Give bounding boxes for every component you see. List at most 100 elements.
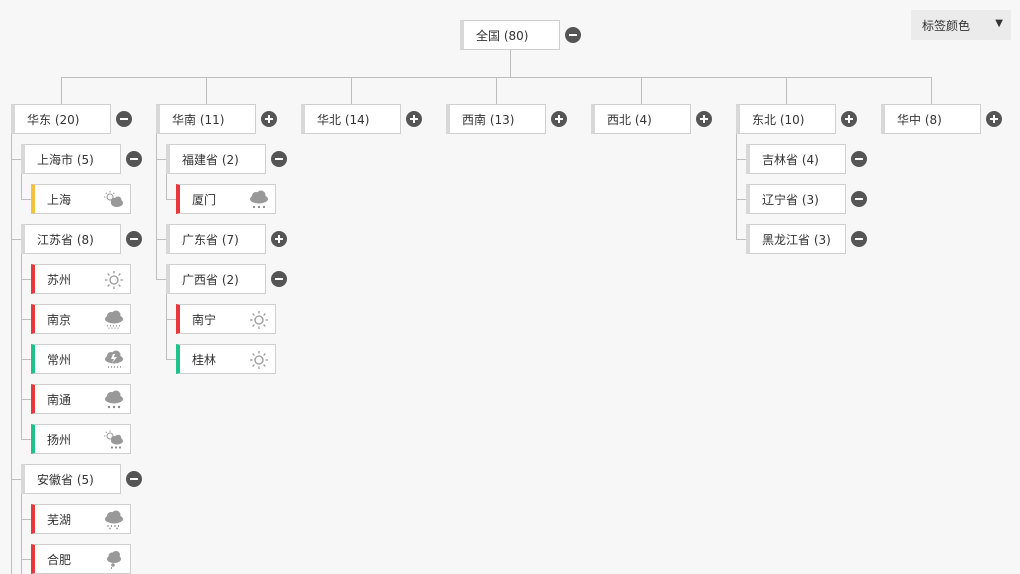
- province-node-anhui[interactable]: 安徽省 (5): [21, 464, 121, 494]
- province-node-fujian[interactable]: 福建省 (2): [166, 144, 266, 174]
- node-label: 扬州: [47, 432, 72, 447]
- sleet-icon: [105, 510, 123, 530]
- province-node-heilongjiang[interactable]: 黑龙江省 (3): [746, 224, 846, 254]
- connector: [156, 159, 167, 160]
- connector: [496, 77, 497, 104]
- connector: [736, 199, 747, 200]
- collapse-icon[interactable]: [851, 191, 867, 207]
- region-node-huanan[interactable]: 华南 (11): [156, 104, 256, 134]
- node-label: 桂林: [192, 352, 217, 367]
- expand-icon[interactable]: [271, 231, 287, 247]
- node-label: 上海市 (5): [37, 152, 94, 167]
- sunny-icon: [250, 351, 268, 369]
- city-node-nanjing[interactable]: 南京: [31, 304, 131, 334]
- expand-icon[interactable]: [986, 111, 1002, 127]
- connector: [21, 399, 31, 400]
- node-label: 华东 (20): [27, 112, 80, 127]
- node-label: 西南 (13): [462, 112, 515, 127]
- connector: [21, 199, 31, 200]
- collapse-icon[interactable]: [851, 231, 867, 247]
- connector: [11, 159, 22, 160]
- connector: [351, 77, 352, 104]
- province-node-shanghai[interactable]: 上海市 (5): [21, 144, 121, 174]
- node-label: 广西省 (2): [182, 272, 239, 287]
- expand-icon[interactable]: [696, 111, 712, 127]
- collapse-icon[interactable]: [126, 151, 142, 167]
- node-label: 厦门: [192, 192, 217, 207]
- region-node-dongbei[interactable]: 东北 (10): [736, 104, 836, 134]
- province-node-guangdong[interactable]: 广东省 (7): [166, 224, 266, 254]
- city-node-nantong[interactable]: 南通: [31, 384, 131, 414]
- node-label: 辽宁省 (3): [762, 192, 819, 207]
- connector: [736, 159, 747, 160]
- root-node[interactable]: 全国 (80): [460, 20, 560, 50]
- province-node-liaoning[interactable]: 辽宁省 (3): [746, 184, 846, 214]
- province-node-guangxi[interactable]: 广西省 (2): [166, 264, 266, 294]
- connector: [11, 104, 12, 574]
- hail-icon: [107, 551, 121, 569]
- node-label: 南京: [47, 312, 72, 327]
- connector: [21, 519, 31, 520]
- label-color-dropdown[interactable]: 标签颜色 ▼: [911, 10, 1011, 40]
- connector: [61, 77, 62, 104]
- chevron-down-icon: ▼: [995, 18, 1003, 29]
- collapse-icon[interactable]: [126, 231, 142, 247]
- connector: [156, 104, 157, 279]
- node-label: 常州: [47, 352, 72, 367]
- connector: [166, 319, 176, 320]
- connector: [786, 77, 787, 104]
- thunderstorm-icon: [105, 350, 123, 368]
- collapse-icon[interactable]: [116, 111, 132, 127]
- city-node-guilin[interactable]: 桂林: [176, 344, 276, 374]
- city-node-wuhu[interactable]: 芜湖: [31, 504, 131, 534]
- node-label: 江苏省 (8): [37, 232, 94, 247]
- node-label: 华中 (8): [897, 112, 942, 127]
- sunny-icon: [250, 311, 268, 329]
- node-label: 广东省 (7): [182, 232, 239, 247]
- connector: [166, 174, 167, 199]
- region-node-huadong[interactable]: 华东 (20): [11, 104, 111, 134]
- collapse-icon[interactable]: [271, 151, 287, 167]
- city-node-nanning[interactable]: 南宁: [176, 304, 276, 334]
- expand-icon[interactable]: [406, 111, 422, 127]
- city-node-shanghai[interactable]: 上海: [31, 184, 131, 214]
- connector: [736, 239, 747, 240]
- city-node-xiamen[interactable]: 厦门: [176, 184, 276, 214]
- connector: [166, 359, 176, 360]
- connector: [156, 239, 167, 240]
- node-label: 黑龙江省 (3): [762, 232, 831, 247]
- collapse-icon[interactable]: [271, 271, 287, 287]
- region-node-xibei[interactable]: 西北 (4): [591, 104, 691, 134]
- collapse-icon[interactable]: [565, 27, 581, 43]
- node-label: 华北 (14): [317, 112, 370, 127]
- node-label: 芜湖: [47, 512, 72, 527]
- province-node-jiangsu[interactable]: 江苏省 (8): [21, 224, 121, 254]
- collapse-icon[interactable]: [851, 151, 867, 167]
- connector: [736, 104, 737, 239]
- connector: [21, 254, 22, 439]
- connector: [21, 494, 22, 574]
- connector: [11, 479, 22, 480]
- city-node-hefei[interactable]: 合肥: [31, 544, 131, 574]
- region-node-xinan[interactable]: 西南 (13): [446, 104, 546, 134]
- province-node-jilin[interactable]: 吉林省 (4): [746, 144, 846, 174]
- region-node-huazhong[interactable]: 华中 (8): [881, 104, 981, 134]
- connector: [21, 174, 22, 199]
- expand-icon[interactable]: [551, 111, 567, 127]
- expand-icon[interactable]: [261, 111, 277, 127]
- expand-icon[interactable]: [841, 111, 857, 127]
- region-node-huabei[interactable]: 华北 (14): [301, 104, 401, 134]
- connector: [931, 77, 932, 104]
- node-label: 福建省 (2): [182, 152, 239, 167]
- cloud-rain-icon: [105, 310, 123, 329]
- node-label: 东北 (10): [752, 112, 805, 127]
- city-node-yangzhou[interactable]: 扬州: [31, 424, 131, 454]
- cloud-snow-icon: [250, 190, 268, 209]
- connector: [166, 199, 176, 200]
- connector: [21, 319, 31, 320]
- collapse-icon[interactable]: [126, 471, 142, 487]
- city-node-changzhou[interactable]: 常州: [31, 344, 131, 374]
- connector: [206, 77, 207, 104]
- city-node-suzhou[interactable]: 苏州: [31, 264, 131, 294]
- connector: [166, 294, 167, 359]
